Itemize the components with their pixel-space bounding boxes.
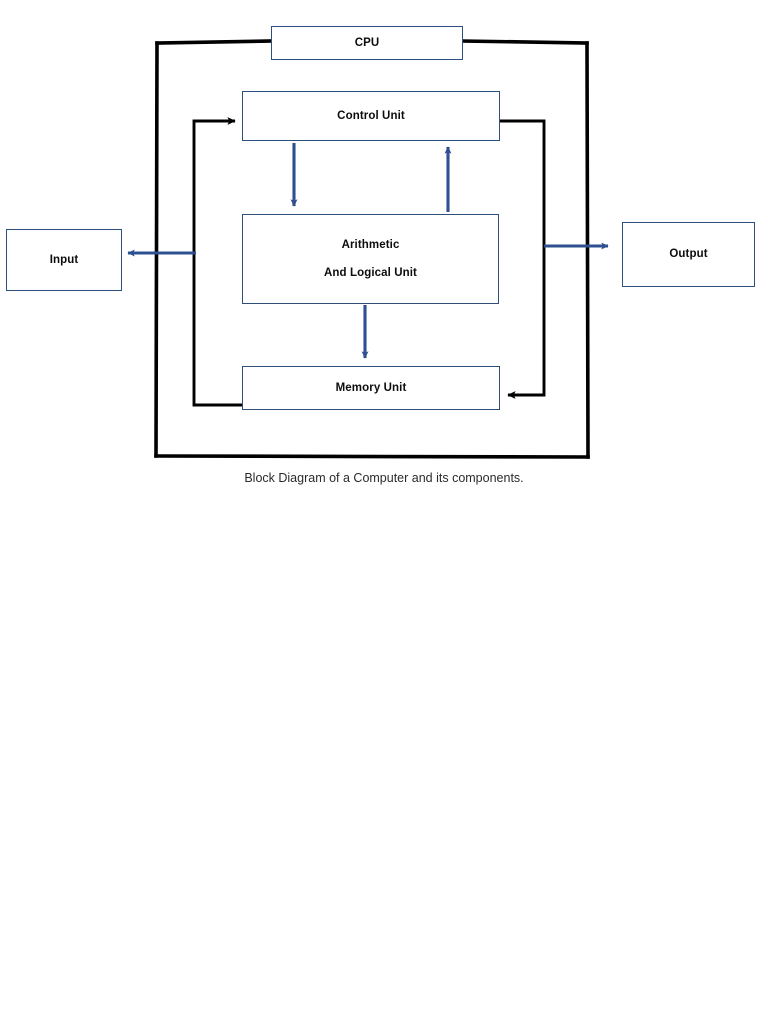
- diagram-caption: Block Diagram of a Computer and its comp…: [244, 471, 524, 485]
- node-memory-unit-label: Memory Unit: [335, 381, 407, 394]
- connector-control-to-memory: [500, 119, 546, 399]
- node-control-unit[interactable]: Control Unit: [242, 91, 500, 141]
- node-input[interactable]: Input: [6, 229, 122, 291]
- node-arithmetic-logic-unit[interactable]: Arithmetic And Logical Unit: [242, 214, 499, 304]
- node-output[interactable]: Output: [622, 222, 755, 287]
- node-input-label: Input: [49, 253, 79, 266]
- node-cpu[interactable]: CPU: [271, 26, 463, 60]
- node-memory-unit[interactable]: Memory Unit: [242, 366, 500, 410]
- node-alu-label-line1: Arithmetic: [341, 239, 400, 252]
- node-alu-label-line2: And Logical Unit: [324, 266, 417, 279]
- node-output-label: Output: [669, 248, 708, 261]
- node-control-unit-label: Control Unit: [337, 109, 405, 122]
- connector-memory-to-control: [192, 117, 243, 407]
- node-cpu-label: CPU: [354, 36, 380, 49]
